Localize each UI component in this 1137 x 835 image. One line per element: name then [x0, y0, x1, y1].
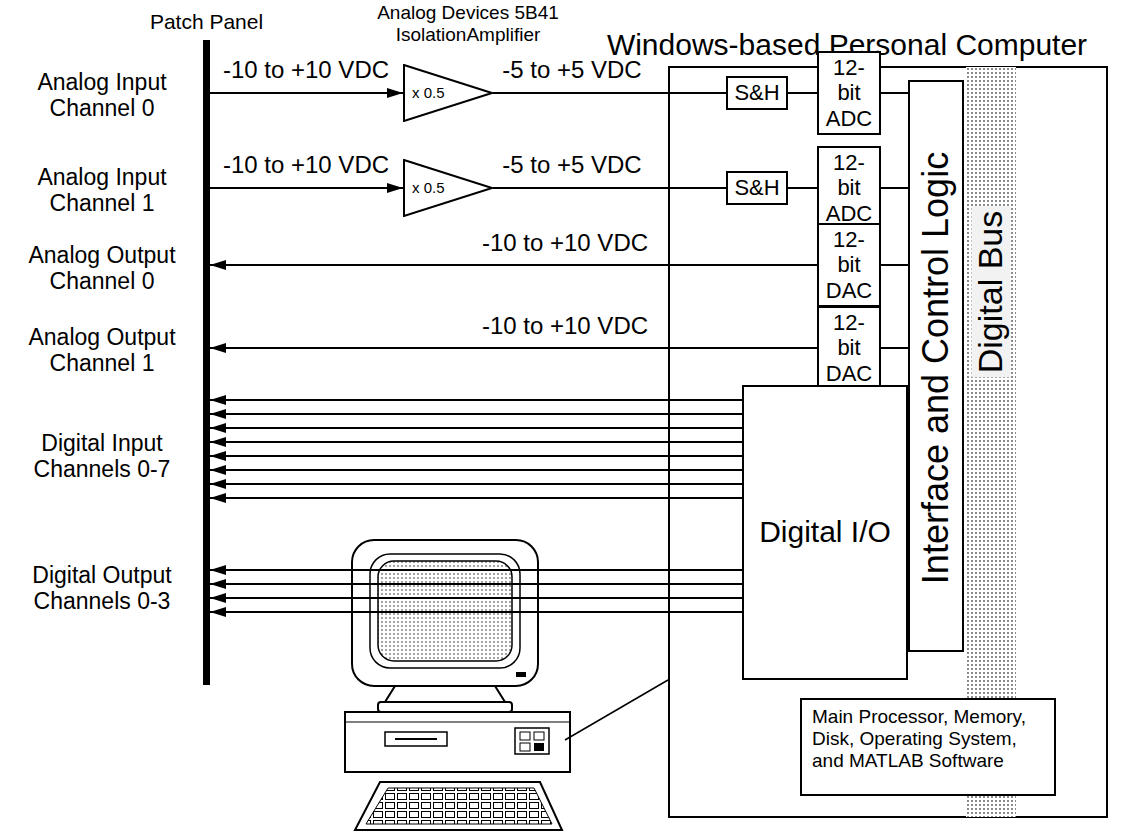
signal-wire — [210, 611, 742, 613]
signal-wire — [210, 187, 403, 189]
system-unit — [345, 712, 570, 772]
signal-wire — [881, 264, 908, 266]
digital-bus-band-text: Digital Bus — [971, 207, 1010, 378]
signal-wire — [210, 497, 742, 499]
panel-light — [520, 743, 530, 751]
adc-box: 12-bit ADC — [817, 146, 881, 230]
signal-wire — [210, 413, 742, 415]
signal-wire — [210, 483, 742, 485]
adc-box-text: 12-bit ADC — [822, 55, 876, 131]
signal-wire — [210, 427, 742, 429]
system-unit-trim — [345, 722, 570, 723]
dac-box-text: 12-bit DAC — [822, 227, 876, 303]
patch-panel: Patch Panel — [203, 40, 210, 685]
channel-label: Analog Input Channel 0 — [10, 69, 194, 122]
digital-io-box-text: Digital I/O — [759, 515, 891, 550]
dac-box: 12-bit DAC — [817, 306, 881, 390]
isolation-amplifier: x 0.5 — [403, 64, 493, 122]
channel-label: Analog Input Channel 1 — [10, 164, 194, 217]
channel-label: Analog Output Channel 1 — [10, 324, 194, 377]
signal-wire — [210, 399, 742, 401]
sample-hold-box-text: S&H — [734, 175, 779, 200]
sample-hold-box: S&H — [726, 76, 788, 110]
signal-wire — [788, 92, 817, 94]
adc-box: 12-bit ADC — [817, 51, 881, 135]
channel-label: Digital Input Channels 0-7 — [10, 430, 194, 483]
signal-wire — [210, 569, 742, 571]
keyboard — [355, 782, 562, 830]
dac-box-text: 12-bit DAC — [822, 310, 876, 386]
signal-wire — [493, 187, 726, 189]
monitor-stand — [378, 702, 512, 712]
voltage-range-label: -10 to +10 VDC — [221, 151, 391, 179]
panel-light — [520, 732, 530, 740]
monitor-neck — [385, 686, 505, 702]
voltage-range-label: -10 to +10 VDC — [221, 56, 391, 84]
signal-wire — [210, 264, 817, 266]
dac-box: 12-bit DAC — [817, 223, 881, 307]
isolation-amplifier-text: x 0.5 — [412, 84, 445, 101]
signal-wire — [210, 597, 742, 599]
panel-light — [534, 732, 544, 740]
amplifier-heading: Analog Devices 5B41 IsolationAmplifier — [358, 2, 578, 46]
voltage-range-label: -5 to +5 VDC — [500, 56, 643, 84]
isolation-amplifier-text: x 0.5 — [412, 179, 445, 196]
channel-label: Digital Output Channels 0-3 — [10, 562, 194, 615]
channel-label: Analog Output Channel 0 — [10, 242, 194, 295]
processor-box: Main Processor, Memory, Disk, Operating … — [800, 698, 1056, 796]
adc-box-text: 12-bit ADC — [822, 150, 876, 226]
interface-logic-box-text: Interface and Control Logic — [915, 152, 956, 584]
amplifier-outline — [404, 160, 492, 216]
isolation-amplifier: x 0.5 — [403, 159, 493, 217]
leader-line — [565, 680, 668, 740]
signal-wire — [210, 347, 817, 349]
voltage-range-label: -10 to +10 VDC — [480, 229, 650, 257]
floppy-drive — [385, 732, 447, 746]
panel-light — [534, 743, 544, 751]
signal-wire — [881, 347, 908, 349]
voltage-range-label: -5 to +5 VDC — [500, 151, 643, 179]
floppy-slot — [395, 738, 437, 740]
signal-wire — [210, 469, 742, 471]
monitor-button — [516, 672, 526, 677]
digital-io-box: Digital I/O — [742, 385, 908, 680]
processor-box-text: Main Processor, Memory, Disk, Operating … — [812, 706, 1044, 772]
signal-wire — [881, 187, 908, 189]
voltage-range-label: -10 to +10 VDC — [480, 312, 650, 340]
interface-logic-box: Interface and Control Logic — [908, 80, 964, 652]
amplifier-outline — [404, 65, 492, 121]
signal-wire — [210, 583, 742, 585]
signal-wire — [788, 187, 817, 189]
sample-hold-box-text: S&H — [734, 80, 779, 105]
sample-hold-box: S&H — [726, 171, 788, 205]
signal-wire — [210, 455, 742, 457]
signal-wire — [493, 92, 726, 94]
signal-wire — [881, 92, 908, 94]
front-panel — [515, 728, 549, 754]
keyboard-keys — [366, 788, 552, 824]
computer-enclosure: Windows-based Personal ComputerS&H12-bit… — [668, 66, 1108, 818]
patch-panel-text: Patch Panel — [150, 10, 263, 34]
signal-wire — [210, 441, 742, 443]
signal-wire — [210, 92, 403, 94]
